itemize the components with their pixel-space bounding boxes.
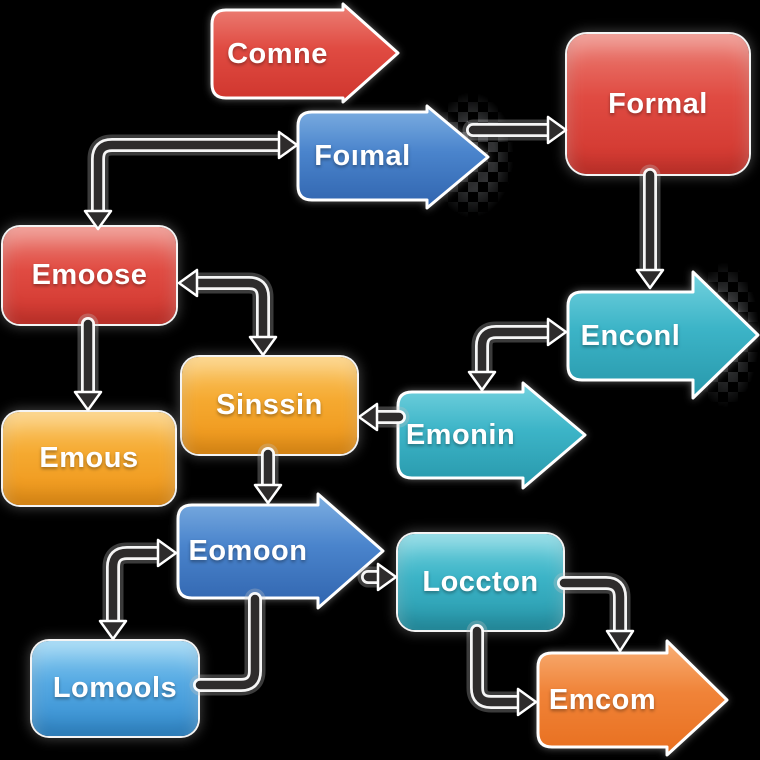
arrowhead-icon xyxy=(546,115,568,145)
node-label: Emoose xyxy=(31,259,148,291)
arrowhead-icon xyxy=(516,687,538,717)
node-label: Emcom xyxy=(548,683,657,716)
node-emoose: Emoose xyxy=(3,227,176,324)
block-arrow-shape xyxy=(396,381,587,490)
connector-into-emoose-and-sinssin xyxy=(177,268,278,357)
connector-into-eomoon-and-lomools xyxy=(98,538,178,641)
node-label: Enconl xyxy=(580,319,681,352)
node-foimal: Foımal xyxy=(296,104,490,210)
arrowhead-icon xyxy=(73,390,103,412)
connector-into-foimal-and-emoose xyxy=(83,130,299,231)
block-arrow-shape xyxy=(210,2,400,104)
arrowhead-icon xyxy=(277,130,299,160)
arrowhead-icon xyxy=(248,335,278,357)
node-emcom: Emcom xyxy=(536,639,729,757)
node-eomoon: Eomoon xyxy=(176,491,385,610)
connector-emoose-to-emous xyxy=(73,313,103,412)
node-loccton: Loccton xyxy=(398,534,563,630)
arrowhead-icon xyxy=(156,538,178,568)
node-label: Eomoon xyxy=(188,535,308,567)
arrowhead-icon xyxy=(177,268,199,298)
node-formal: Formal xyxy=(567,34,749,174)
node-comne: Comne xyxy=(210,2,400,104)
node-label: Comne xyxy=(227,37,328,70)
block-arrow-shape xyxy=(566,270,760,400)
node-label: Formal xyxy=(608,87,708,120)
node-emonin: Emonin xyxy=(396,381,587,490)
node-emous: Emous xyxy=(3,412,175,505)
arrowhead-icon xyxy=(98,619,128,641)
arrowhead-icon xyxy=(546,317,568,347)
connector-loccton-to-emcom-left xyxy=(466,620,538,717)
block-arrow-shape xyxy=(296,104,490,210)
node-label: Emous xyxy=(39,442,139,474)
node-enconl: Enconl xyxy=(566,270,760,400)
arrowhead-icon xyxy=(357,402,379,432)
node-label: Emonin xyxy=(405,418,516,451)
node-label: Sinssin xyxy=(216,389,323,421)
node-lomools: Lomools xyxy=(32,641,198,736)
connector-eomoon-to-lomools xyxy=(189,588,266,696)
node-label: Foımal xyxy=(314,139,411,172)
block-arrow-shape xyxy=(536,639,729,757)
connector-emonin-to-sinssin xyxy=(357,402,410,432)
connector-into-enconl-and-emonin xyxy=(467,317,568,392)
node-label: Lomools xyxy=(52,672,178,704)
node-sinssin: Sinssin xyxy=(182,357,357,454)
node-label: Loccton xyxy=(422,565,539,598)
